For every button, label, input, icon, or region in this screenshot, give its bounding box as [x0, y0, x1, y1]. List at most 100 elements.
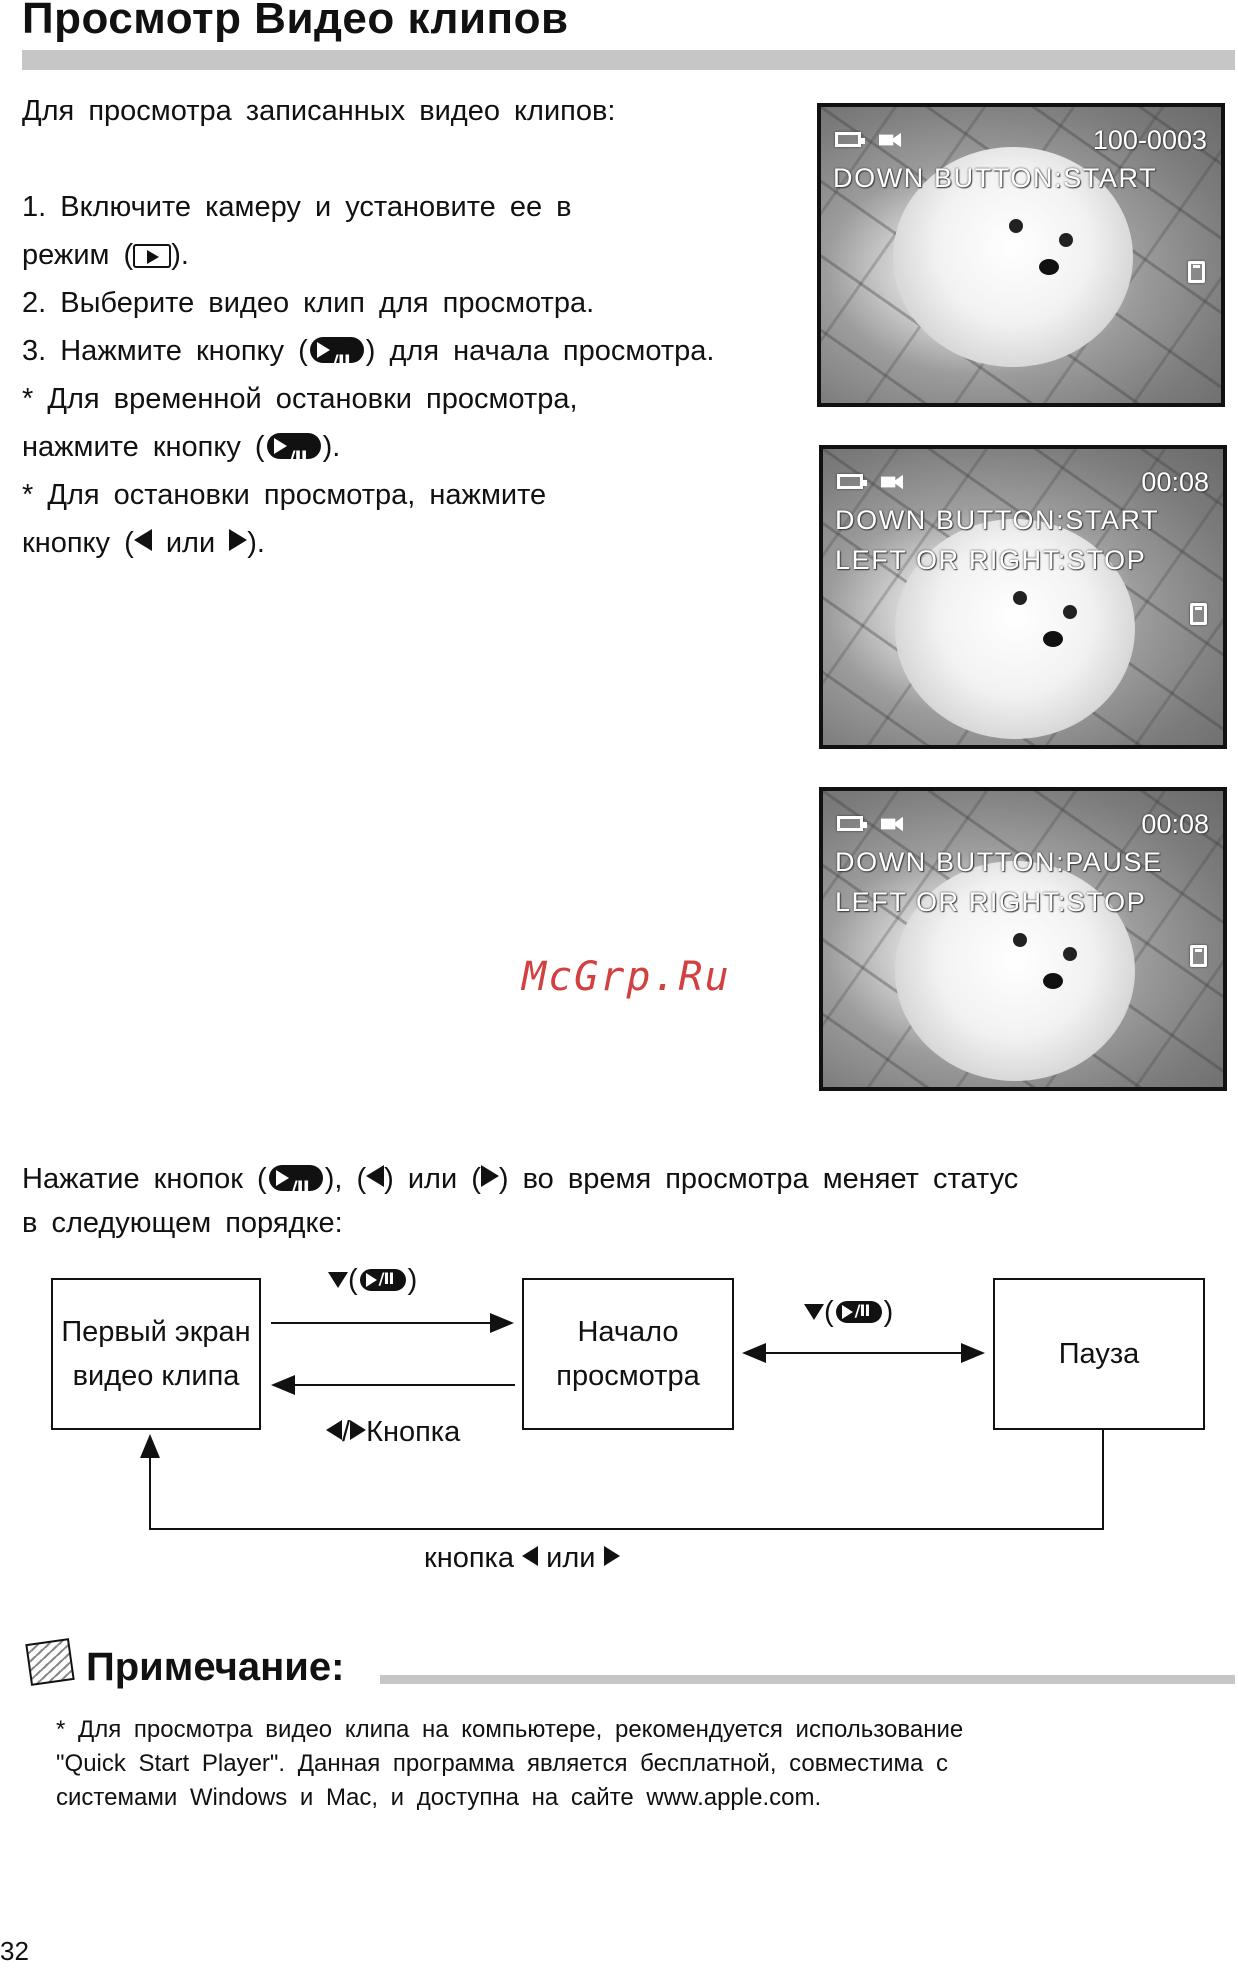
osd-file-number: 100-0003	[1092, 125, 1207, 155]
note-line-1: * Для просмотра видео клипа на компьютер…	[56, 1716, 964, 1743]
step-1-text-end: ).	[171, 239, 189, 271]
osd-line-1: DOWN BUTTON:START	[835, 505, 1160, 535]
lcd-screen-3: 00:08 DOWN BUTTON:PAUSE LEFT OR RIGHT:ST…	[819, 787, 1227, 1091]
note-divider	[380, 1675, 1235, 1684]
note-text: * Для просмотра видео клипа на компьютер…	[56, 1713, 963, 1815]
note-pad-icon	[25, 1638, 75, 1686]
left-arrow-icon	[366, 1165, 385, 1187]
box-label: Пауза	[1058, 1338, 1140, 1370]
box-label: просмотра	[556, 1360, 700, 1392]
left-arrow-icon	[522, 1546, 539, 1566]
step-1-line-1: 1. Включите камеру и установите ее в	[22, 191, 572, 223]
loop-line	[149, 1456, 151, 1530]
dog-nose	[1043, 973, 1063, 989]
step-3-text: 3. Нажмите кнопку (	[22, 335, 308, 367]
paren: (	[824, 1296, 834, 1328]
right-arrow-icon	[229, 529, 248, 551]
osd-line-2: LEFT OR RIGHT:STOP	[835, 887, 1147, 917]
battery-icon	[837, 816, 867, 831]
intro-text: Для просмотра записанных видео клипов:	[22, 95, 616, 127]
play-pause-button-icon	[268, 1165, 323, 1210]
status-text: ), (	[324, 1163, 367, 1195]
box-label: Первый экран	[61, 1316, 251, 1348]
loop-line	[1102, 1430, 1104, 1530]
status-text: Нажатие кнопок (	[22, 1163, 267, 1195]
status-text: ) или (	[384, 1163, 481, 1195]
dog-image	[895, 519, 1135, 739]
arrow-head-left	[271, 1375, 295, 1395]
play-pause-button-icon	[359, 1269, 406, 1291]
arrow-line	[295, 1384, 515, 1386]
osd-time: 00:08	[1141, 467, 1209, 497]
box-label: видео клипа	[72, 1360, 240, 1392]
play-pause-button-icon	[266, 433, 321, 482]
page-number: 32	[0, 1936, 29, 1966]
arrow-head-right	[961, 1343, 985, 1363]
box-pause: Пауза	[993, 1278, 1205, 1430]
button-label: Кнопка	[366, 1416, 461, 1448]
arrow-head-up	[140, 1434, 160, 1458]
or-label: или	[546, 1542, 596, 1574]
step-3-text-end: ) для начала просмотра.	[365, 335, 715, 367]
lcd-status-icons	[835, 131, 901, 152]
memory-card-icon	[1190, 945, 1207, 967]
box-first-screen: Первый экран видео клипа	[51, 1278, 261, 1430]
step-3: 3. Нажмите кнопку ( ) для начала просмотр…	[22, 327, 715, 386]
status-text: ) во время просмотра меняет статус	[498, 1163, 1019, 1195]
movie-camera-icon	[879, 132, 901, 148]
arrow-line	[766, 1352, 962, 1354]
dog-nose	[1043, 631, 1063, 647]
left-arrow-icon	[133, 529, 152, 551]
arrow-line	[271, 1322, 491, 1324]
pause-note-text-end: ).	[322, 431, 341, 463]
dog-eye	[1013, 933, 1027, 947]
lcd-screen-1: 100-0003 DOWN BUTTON:START	[817, 103, 1225, 407]
box-label: Начало	[577, 1316, 679, 1348]
down-arrow-icon	[328, 1272, 348, 1288]
dog-eye	[1013, 591, 1027, 605]
instructions: 1. Включите камеру и установите ее в реж…	[22, 183, 714, 567]
osd-line-1: DOWN BUTTON:PAUSE	[835, 847, 1163, 877]
slash: /	[342, 1416, 351, 1448]
pause-note-line-1: * Для временной остановки просмотра,	[22, 383, 578, 415]
osd-line-1: DOWN BUTTON:START	[833, 163, 1158, 193]
osd-time: 00:08	[1141, 809, 1209, 839]
note-line-2: "Quick Start Player". Данная программа я…	[56, 1750, 949, 1777]
movie-camera-pause-icon	[881, 474, 903, 490]
label-bottom-button: кнопка или	[424, 1542, 620, 1575]
paren: (	[348, 1264, 358, 1296]
note-heading: Примечание:	[86, 1645, 345, 1689]
arrow-head-left	[742, 1343, 766, 1363]
paren: )	[883, 1296, 894, 1328]
arrow-head-right	[490, 1313, 514, 1333]
battery-icon	[837, 474, 867, 489]
right-arrow-icon	[480, 1165, 499, 1187]
left-arrow-icon	[326, 1420, 342, 1440]
battery-icon	[835, 132, 865, 147]
paren: )	[407, 1264, 418, 1296]
pause-note-text: нажмите кнопку (	[22, 431, 265, 463]
memory-card-icon	[1188, 261, 1205, 283]
dog-image	[895, 861, 1135, 1081]
status-order-text: Нажатие кнопок ( ), ( ) или ( ) во время пр…	[22, 1157, 1018, 1245]
status-line-1: Нажатие кнопок ( ), ( ) или ( ) во время пр…	[22, 1157, 1019, 1210]
play-pause-button-icon	[309, 337, 364, 386]
down-arrow-icon	[804, 1304, 824, 1320]
lcd-status-icons	[837, 815, 903, 836]
button-label: кнопка	[424, 1542, 514, 1574]
stop-note-line-2: кнопку ( или ).	[22, 519, 714, 567]
lcd-status-icons	[837, 473, 903, 494]
right-arrow-icon	[350, 1420, 367, 1440]
label-play-pause: ()	[804, 1296, 893, 1329]
pause-note-line-2: нажмите кнопку ().	[22, 423, 714, 482]
dog-eye	[1063, 947, 1077, 961]
note-line-3: системами Windows и Mac, и доступна на с…	[56, 1784, 822, 1811]
dog-image	[893, 147, 1133, 367]
play-pause-button-icon	[835, 1301, 882, 1323]
stop-note-text-end: ).	[247, 527, 265, 559]
watermark: McGrp.Ru	[522, 954, 731, 1000]
dog-eye	[1063, 605, 1077, 619]
memory-card-icon	[1190, 603, 1207, 625]
label-left-right-button: / Кнопка	[326, 1416, 460, 1449]
playback-mode-icon	[133, 244, 172, 268]
